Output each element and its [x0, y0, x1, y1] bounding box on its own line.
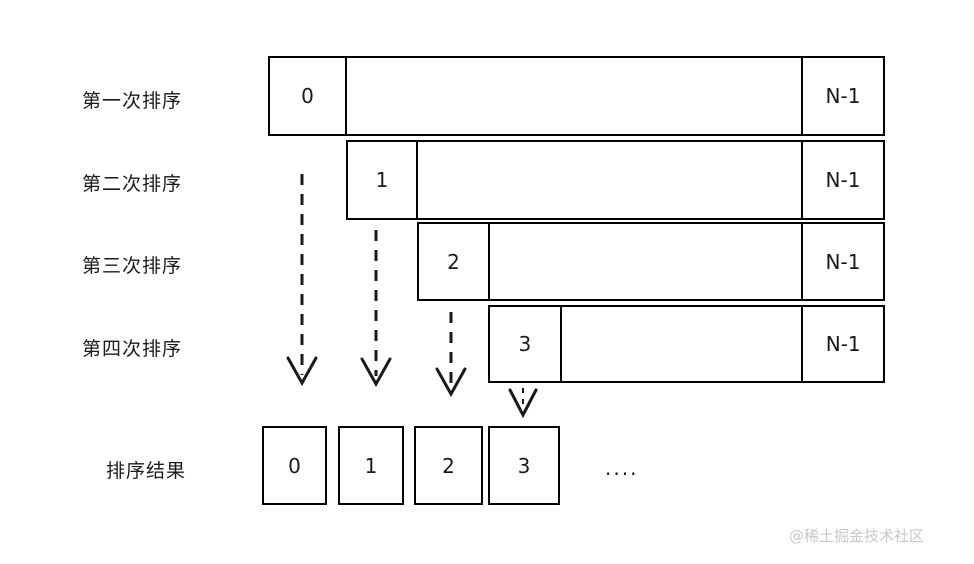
pass-3-cell-last: N-1	[801, 224, 883, 299]
arrow-pass-4-to-result-3	[508, 388, 538, 419]
pass-1-cell-middle	[347, 58, 801, 134]
pass-4-cell-middle	[561, 307, 802, 381]
pass-3-cell-middle	[490, 224, 801, 299]
arrow-pass-2-to-result-1	[360, 230, 392, 388]
pass-2-cell-middle	[418, 142, 801, 218]
pass-row-2: 1 N-1	[346, 140, 885, 220]
pass-4-cell-last: N-1	[801, 307, 883, 381]
watermark: @稀土掘金技术社区	[789, 527, 925, 545]
pass-2-cell-last: N-1	[801, 142, 883, 218]
pass-2-cell-first: 1	[348, 142, 418, 218]
result-box-1: 1	[338, 426, 404, 505]
row-label-pass-3: 第三次排序	[82, 255, 183, 277]
arrow-head-2	[360, 357, 392, 388]
pass-1-cell-first: 0	[270, 58, 347, 134]
result-ellipsis: ....	[605, 456, 639, 480]
pass-row-4: 3 N-1	[488, 305, 885, 383]
arrow-pass-1-to-result-0	[286, 174, 318, 387]
arrow-pass-3-to-result-2	[435, 312, 467, 398]
arrow-head-3	[435, 367, 467, 398]
arrow-head-4	[508, 388, 538, 419]
pass-4-cell-first: 3	[490, 307, 562, 381]
pass-3-cell-first: 2	[419, 224, 490, 299]
result-box-2: 2	[414, 426, 483, 505]
arrow-head-1	[286, 356, 318, 387]
result-box-0: 0	[262, 426, 327, 505]
row-label-pass-1: 第一次排序	[82, 90, 183, 112]
row-label-pass-4: 第四次排序	[82, 338, 183, 360]
pass-1-cell-last: N-1	[801, 58, 883, 134]
result-box-3: 3	[488, 426, 560, 505]
row-label-result: 排序结果	[106, 460, 187, 482]
row-label-pass-2: 第二次排序	[82, 173, 183, 195]
pass-row-3: 2 N-1	[417, 222, 885, 301]
pass-row-1: 0 N-1	[268, 56, 885, 136]
